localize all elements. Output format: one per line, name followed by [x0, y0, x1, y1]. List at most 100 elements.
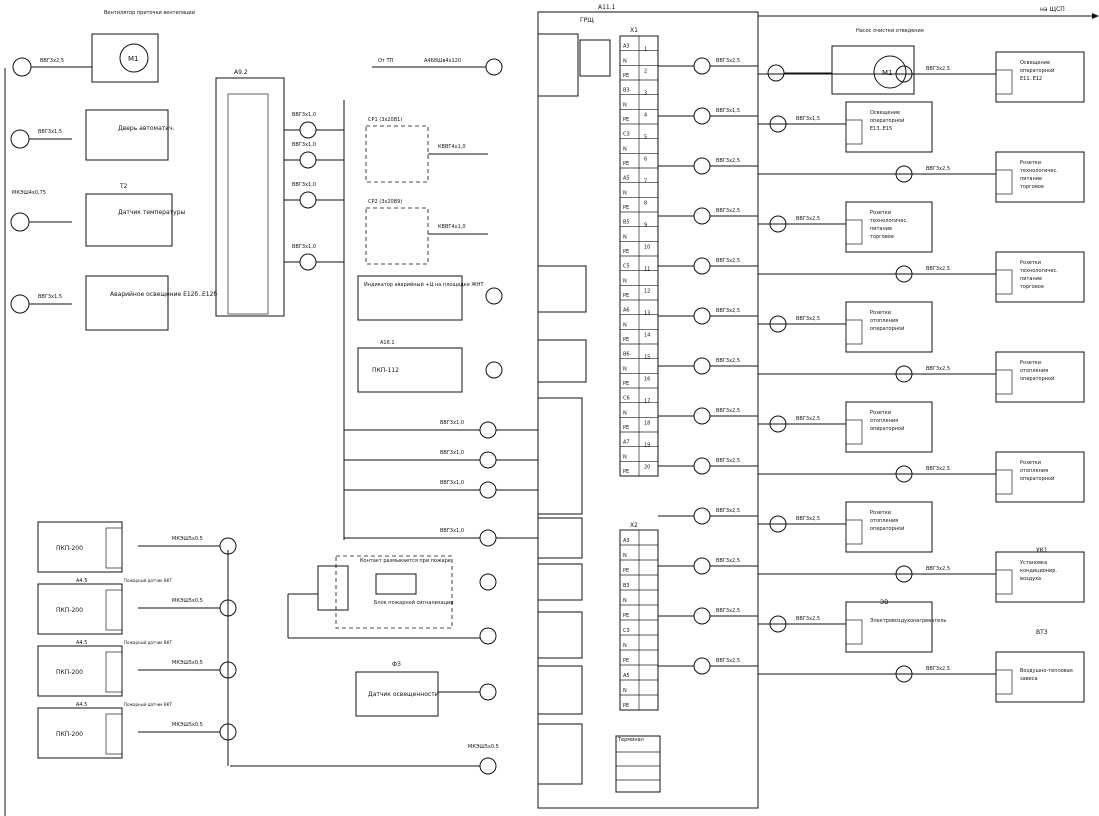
load-text: операторной — [1020, 67, 1054, 74]
a111-label: А11.1 — [598, 4, 616, 11]
load-text: питание — [870, 226, 892, 232]
load-text: Электровоздухонагреватель — [870, 618, 946, 624]
x2-cell: РЕ — [623, 703, 629, 709]
load-marker — [769, 315, 787, 333]
x1-cell: РЕ — [623, 117, 629, 123]
pkp-tag: А4.5 — [76, 578, 87, 584]
pkp-sub: Пожарный датчик ВКТ — [124, 578, 172, 583]
cable-label: ВВГ3х2,5 — [716, 408, 740, 414]
pkp-tag: А4.5 — [76, 640, 87, 646]
svg-text:СР2 (3х20В9): СР2 (3х20В9) — [368, 199, 402, 205]
mid-cable-label: ВВГ3х1,0 — [440, 480, 464, 486]
a92-marker — [299, 191, 317, 209]
mid-marker — [479, 481, 497, 499]
x1-cell: А7 — [623, 440, 630, 446]
x1-cell: N — [623, 146, 627, 152]
x1-num: 11 — [644, 267, 650, 273]
x1-cell: N — [623, 278, 627, 284]
load-text: Розетки — [1020, 160, 1041, 166]
sp2-block: СР2 (3х20В9) КВВГ4х1,0 — [365, 199, 488, 265]
x1-num: 12 — [644, 289, 650, 295]
x1-cell: N — [623, 454, 627, 460]
cable-marker — [693, 257, 711, 275]
mid-marker — [479, 451, 497, 469]
x1-cell: РЕ — [623, 425, 629, 431]
cable-label: ВВГ3х2,5 — [716, 508, 740, 514]
x1-num: 10 — [644, 245, 650, 251]
cable-label: ВВГ3х2,5 — [716, 558, 740, 564]
indicator-block: Индикатор аварийный +Ц на площадке ЖНТ — [357, 265, 587, 321]
load-text: кондиционир. — [1020, 568, 1057, 574]
svg-text:СР1 (3х20В1): СР1 (3х20В1) — [368, 117, 402, 123]
load-cable-label: ВВГ3х2,5 — [926, 466, 950, 472]
pkp-mid-block: А16.1 ПКП-112 — [357, 339, 587, 393]
svg-text:ВВГ3х1,5: ВВГ3х1,5 — [38, 129, 62, 135]
cable-marker — [693, 557, 711, 575]
door-unit: Дверь автоматич. ВВГ3х1,5 — [10, 109, 175, 161]
x1-num: 13 — [644, 311, 650, 317]
svg-text:Датчик температуры: Датчик температуры — [118, 209, 186, 216]
x1-cell: РЕ — [623, 161, 629, 167]
load-text: отопления — [870, 318, 898, 324]
mid-cable-label: ВВГ3х1,0 — [440, 420, 464, 426]
x1-cell: N — [623, 58, 627, 64]
load-text: Розетки — [1020, 260, 1041, 266]
cable-marker — [693, 407, 711, 425]
load-text: Розетки — [1020, 360, 1041, 366]
cable-label: ВВГ3х2,5 — [716, 358, 740, 364]
x1-cell: А6 — [623, 308, 630, 314]
x1-cell: N — [623, 322, 627, 328]
load-cable-label: ВВГ3х2,5 — [796, 316, 820, 322]
x1-num: 2 — [644, 69, 647, 75]
x1-cell: С3 — [623, 132, 630, 138]
load-cable-label: ВВГ3х2,5 — [796, 516, 820, 522]
x1-num: 3 — [644, 91, 647, 97]
svg-text:КВВГ4х1,0: КВВГ4х1,0 — [438, 144, 466, 150]
x1-cell: РЕ — [623, 293, 629, 299]
x1-num: 16 — [644, 377, 650, 383]
load-text: операторной — [870, 425, 904, 432]
pkp-tag: А4.5 — [76, 702, 87, 708]
cable-label: ВВГ3х2,5 — [716, 158, 740, 164]
mid-branches: ВВГ3х1,0ВВГ3х1,0ВВГ3х1,0ВВГ3х1,0ВВГ3х1,0… — [284, 112, 538, 547]
ventilator-unit: М1 Вентилятор приточки вентиляции ВВГ3х2… — [12, 10, 195, 83]
load-cable-label: ВВГ3х1,5 — [796, 116, 820, 122]
cable-marker — [693, 657, 711, 675]
x1-num: 9 — [644, 223, 647, 229]
load-text: Розетки — [1020, 460, 1041, 466]
cable-marker — [693, 157, 711, 175]
x2-cell: В3 — [623, 583, 630, 589]
load-marker — [895, 165, 913, 183]
load-cable-label: ВВГ3х2,5 — [926, 166, 950, 172]
mid-terminals-c — [537, 563, 583, 601]
pkp-cable: МКЭШ5х0,5 — [172, 722, 203, 728]
load-text: операторной — [1020, 375, 1054, 382]
load-text: Розетки — [870, 310, 891, 316]
x2-cell: РЕ — [623, 613, 629, 619]
load-text: отопления — [870, 518, 898, 524]
cable-label: ВВГ3х2,5 — [716, 658, 740, 664]
load-marker — [895, 265, 913, 283]
cable-marker — [693, 607, 711, 625]
bottom-feed: МКЭШ5х0,5 — [230, 744, 499, 775]
pkp-sub: Пожарный датчик ВКТ — [124, 702, 172, 707]
load-text: технологичес. — [1020, 168, 1058, 174]
load-text: операторной — [870, 117, 904, 124]
load-marker — [769, 515, 787, 533]
x1-cell: В6 — [623, 352, 630, 358]
svg-text:Ф3: Ф3 — [392, 661, 401, 668]
cable-label: ВВГ3х2,5 — [716, 608, 740, 614]
svg-text:Вентилятор приточки вентиляции: Вентилятор приточки вентиляции — [104, 10, 195, 16]
x1-cell: В3 — [623, 88, 630, 94]
ext-label: на ЩСП — [1040, 6, 1065, 13]
x1-num: 15 — [644, 355, 650, 361]
svg-text:Х1: Х1 — [630, 27, 638, 34]
cable-label: ВВГ3х1,5 — [716, 108, 740, 114]
load-cable-label: ВВГ3х2,5 — [926, 566, 950, 572]
svg-text:Дверь автоматич.: Дверь автоматич. — [118, 125, 175, 132]
load-text: отопления — [1020, 468, 1048, 474]
pkp-cable: МКЭШ5х0,5 — [172, 660, 203, 666]
svg-text:А4БбШв4х120: А4БбШв4х120 — [424, 58, 461, 64]
x1-cell: РЕ — [623, 469, 629, 475]
x2-cell: N — [623, 688, 627, 694]
